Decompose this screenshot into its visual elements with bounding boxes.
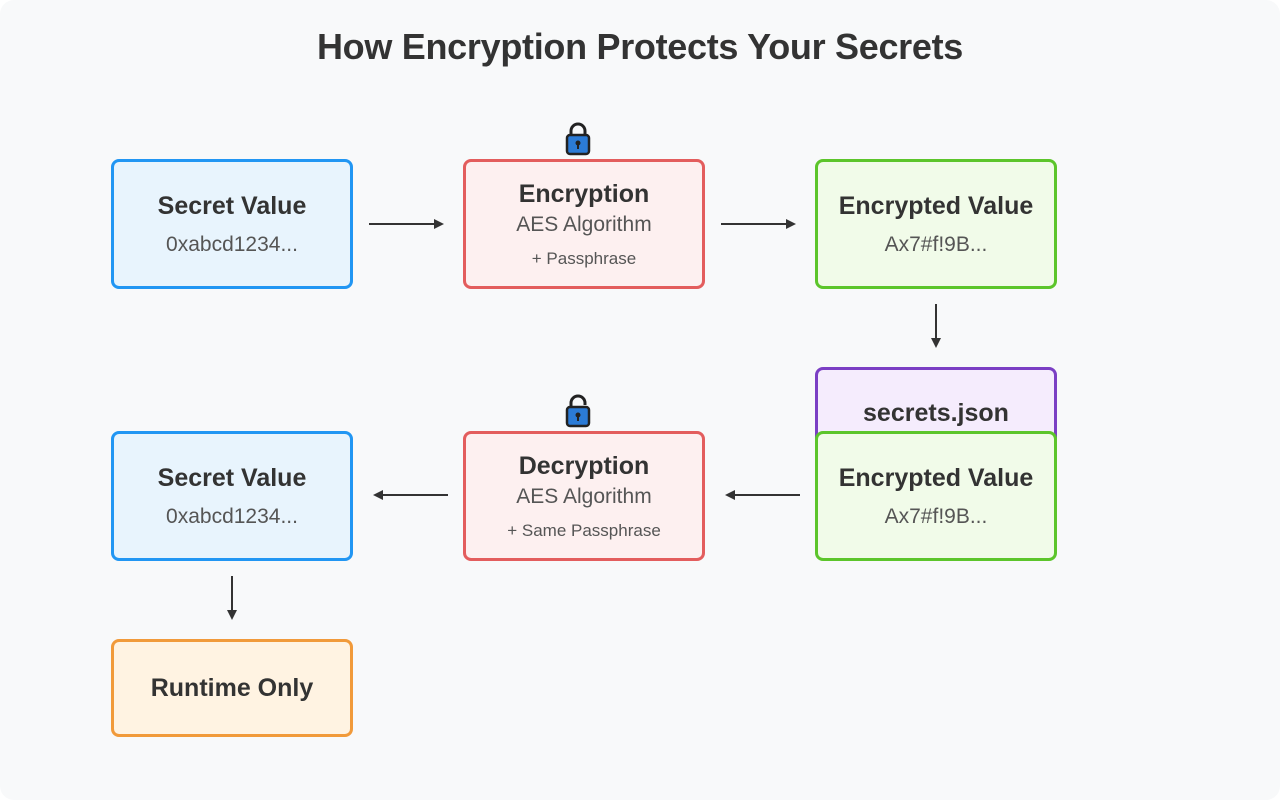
encrypted-value-label: Encrypted Value (838, 192, 1034, 220)
encryption-key: + Passphrase (531, 249, 637, 268)
encryption-algorithm: AES Algorithm (516, 213, 652, 236)
lock-open-icon (565, 394, 591, 428)
stored-encrypted-value-label: Encrypted Value (838, 464, 1034, 492)
decryption-algorithm: AES Algorithm (516, 485, 652, 508)
secrets-file-label: secrets.json (863, 399, 1009, 427)
decryption-label: Decryption (518, 452, 650, 480)
lock-closed-icon (565, 122, 591, 156)
decryption-key: + Same Passphrase (507, 521, 661, 540)
diagram-title: How Encryption Protects Your Secrets (316, 26, 964, 67)
stored-encrypted-value-detail: Ax7#f!9B... (884, 505, 988, 528)
stored-encrypted-value-box: Encrypted Value Ax7#f!9B... (815, 431, 1057, 561)
encrypted-value-box: Encrypted Value Ax7#f!9B... (815, 159, 1057, 289)
decryption-box: Decryption AES Algorithm + Same Passphra… (463, 431, 705, 561)
encryption-label: Encryption (518, 180, 650, 208)
decrypted-secret-value-box: Secret Value 0xabcd1234... (111, 431, 353, 561)
encryption-box: Encryption AES Algorithm + Passphrase (463, 159, 705, 289)
decrypted-secret-value-detail: 0xabcd1234... (166, 505, 298, 528)
decrypted-secret-value-label: Secret Value (157, 464, 307, 492)
runtime-only-label: Runtime Only (150, 674, 314, 702)
secret-value-detail: 0xabcd1234... (166, 233, 298, 256)
runtime-only-box: Runtime Only (111, 639, 353, 737)
encrypted-value-detail: Ax7#f!9B... (884, 233, 988, 256)
secret-value-box: Secret Value 0xabcd1234... (111, 159, 353, 289)
secret-value-label: Secret Value (157, 192, 307, 220)
